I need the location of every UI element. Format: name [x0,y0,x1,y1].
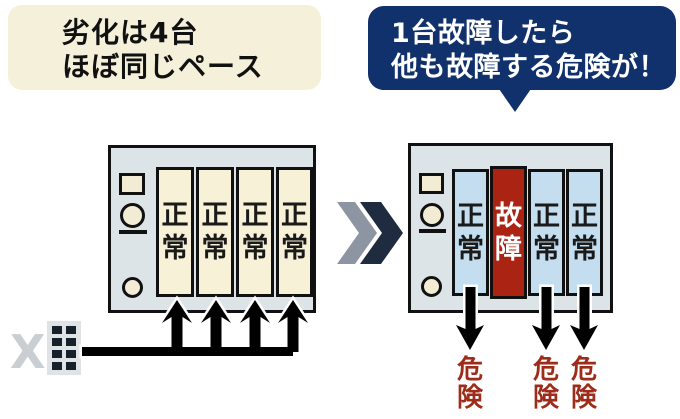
unit-after-3: 正常 [528,169,565,296]
indicator-dash-icon [119,230,147,234]
danger-label-3: 危険 [571,355,598,413]
unit-after-1-label: 正常 [457,200,484,265]
unit-before-4-label: 正常 [281,200,308,264]
building-window [52,326,62,334]
unit-before-3: 正常 [236,167,274,297]
building-window [52,362,62,370]
danger-label-1: 危険 [457,355,484,413]
unit-after-4-label: 正常 [571,200,598,265]
unit-after-2-failed: 故障 [490,166,527,299]
unit-before-4: 正常 [276,167,313,297]
unit-before-1-label: 正常 [161,200,189,264]
indicator-square-icon [119,173,145,195]
indicator-dash-icon [419,229,446,233]
building-window [52,338,62,346]
callout-failure-risk: 1台故障したら 他も故障する危険が！ [368,6,676,90]
indicator-circle-small-icon [122,277,143,298]
callout-failure-risk-line1: 1台故障したら [391,18,576,49]
source-x-label: X [10,325,46,379]
callout-degradation-line1: 劣化は4台 [62,16,199,49]
building-window [66,338,76,346]
chevron-front-icon [360,202,403,264]
unit-before-1: 正常 [156,167,194,297]
callout-degradation: 劣化は4台 ほぼ同じペース [8,5,321,90]
indicator-circle-icon [120,203,145,228]
building-window [52,350,62,358]
chevron-back-icon [337,202,377,264]
unit-after-3-label: 正常 [533,200,560,265]
unit-before-2-label: 正常 [201,200,229,264]
callout-failure-risk-line2: 他も故障する危険が！ [391,52,666,83]
indicator-circle-icon [420,203,444,227]
building-window [66,350,76,358]
danger-label-2: 危険 [533,355,560,413]
building-window [66,362,76,370]
building-icon [47,321,81,375]
unit-after-2-label: 故障 [495,200,522,265]
unit-after-1: 正常 [452,169,489,296]
unit-before-2: 正常 [196,167,234,297]
unit-before-3-label: 正常 [241,200,269,264]
indicator-square-icon [419,173,444,194]
building-window [66,326,76,334]
callout-degradation-line2: ほぼ同じペース [62,50,264,83]
unit-after-4: 正常 [566,169,603,296]
indicator-circle-small-icon [421,276,442,297]
